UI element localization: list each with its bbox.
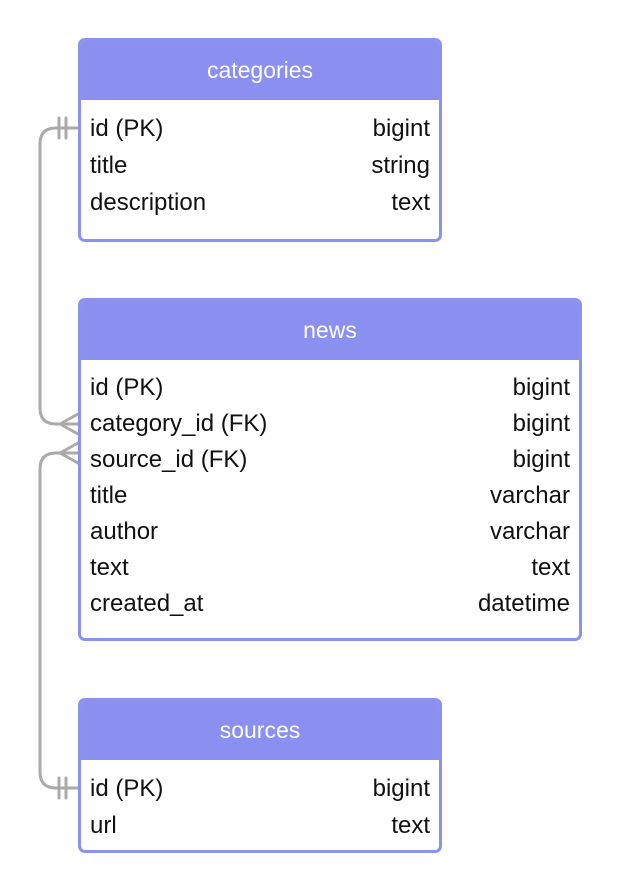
field-name: title [90, 151, 128, 179]
field-row: description text [90, 184, 430, 221]
field-row: source_id (FK) bigint [90, 442, 570, 478]
entity-title: categories [81, 41, 439, 100]
field-name: text [90, 554, 129, 581]
field-type: bigint [512, 446, 570, 473]
field-name: author [90, 518, 159, 545]
field-name: id (PK) [90, 774, 164, 802]
field-type: datetime [477, 590, 570, 617]
field-type: varchar [489, 518, 570, 545]
field-row: id (PK) bigint [90, 370, 570, 406]
field-type: text [391, 811, 430, 839]
relationship-categories-news [38, 116, 80, 436]
relationship-sources-news [38, 441, 80, 800]
field-name: description [90, 188, 207, 216]
field-name: title [90, 482, 128, 509]
field-row: created_at datetime [90, 586, 570, 622]
field-row: url text [90, 807, 430, 844]
entity-title: news [81, 301, 579, 360]
field-row: title string [90, 147, 430, 184]
field-name: source_id (FK) [90, 446, 248, 473]
field-type: bigint [372, 774, 430, 802]
field-type: text [391, 188, 430, 216]
entity-fields: id (PK) bigint url text [81, 760, 439, 844]
entity-news: news id (PK) bigint category_id (FK) big… [78, 298, 582, 641]
entity-categories: categories id (PK) bigint title string d… [78, 38, 442, 242]
field-type: bigint [372, 114, 430, 142]
many-marker-crowsfoot [58, 441, 80, 465]
field-type: text [531, 554, 570, 581]
field-row: id (PK) bigint [90, 110, 430, 147]
entity-fields: id (PK) bigint title string description … [81, 100, 439, 221]
entity-fields: id (PK) bigint category_id (FK) bigint s… [81, 360, 579, 622]
many-marker-crowsfoot [58, 412, 80, 436]
field-type: bigint [512, 374, 570, 401]
field-row: id (PK) bigint [90, 770, 430, 807]
field-name: category_id (FK) [90, 410, 268, 437]
field-row: category_id (FK) bigint [90, 406, 570, 442]
field-row: author varchar [90, 514, 570, 550]
connector-line-sources-news [38, 451, 80, 790]
field-name: created_at [90, 590, 204, 617]
connector-line-categories-news [38, 126, 80, 426]
entity-sources: sources id (PK) bigint url text [78, 698, 442, 853]
field-name: id (PK) [90, 114, 164, 142]
field-row: title varchar [90, 478, 570, 514]
field-type: varchar [489, 482, 570, 509]
entity-title: sources [81, 701, 439, 760]
field-name: url [90, 811, 117, 839]
field-type: bigint [512, 410, 570, 437]
field-row: text text [90, 550, 570, 586]
field-name: id (PK) [90, 374, 164, 401]
field-type: string [371, 151, 430, 179]
